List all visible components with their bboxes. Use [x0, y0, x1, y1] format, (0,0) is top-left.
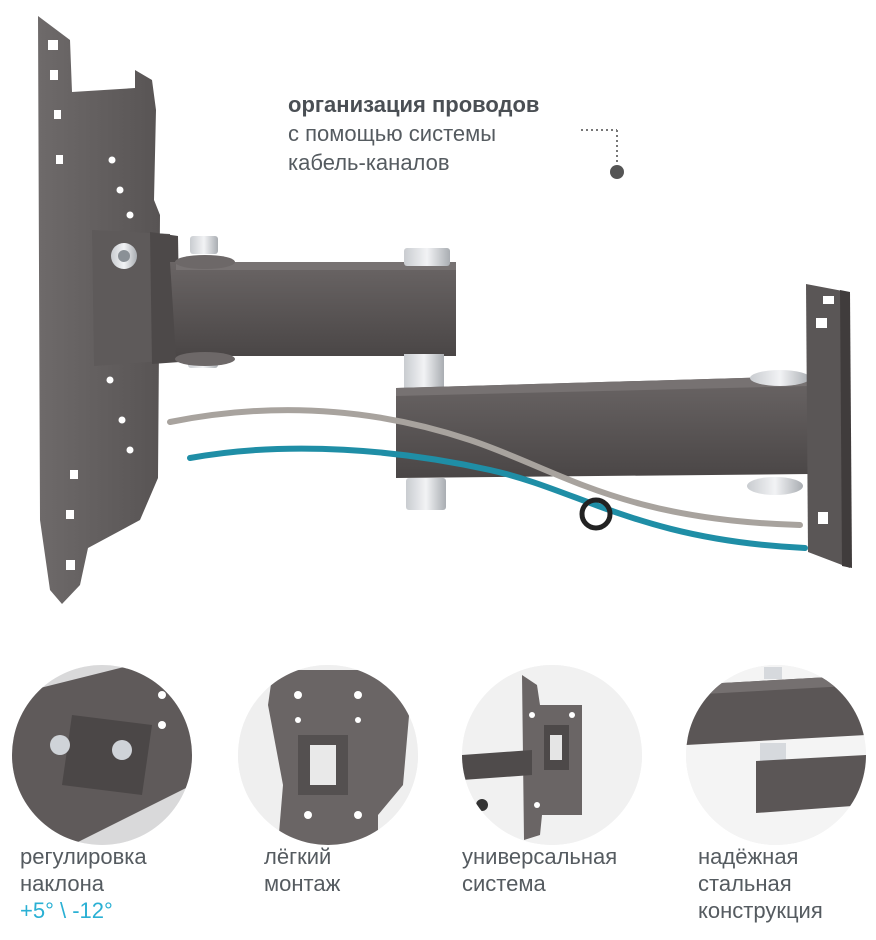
upper-arm — [170, 248, 456, 390]
tilt-detail-image — [12, 665, 192, 845]
feature-caption: регулировка наклона +5° \ -12° — [20, 843, 220, 924]
caption-line-3: конструкция — [698, 898, 823, 923]
caption-line-1: регулировка — [20, 844, 147, 869]
caption-line-1: универсальная — [462, 844, 618, 869]
callout-line-2: с помощью системы — [288, 121, 497, 146]
feature-caption: надёжная стальная конструкция — [698, 843, 876, 924]
callout-leader-line — [581, 129, 624, 179]
cables — [167, 407, 808, 551]
arm-detail-image — [686, 665, 866, 845]
callout-title: организация проводов — [288, 92, 540, 117]
feature-caption: универсальная система — [462, 843, 662, 897]
feature-tilt-adjustment: регулировка наклона +5° \ -12° — [12, 665, 212, 923]
plate-detail-image — [238, 665, 418, 845]
feature-caption: лёгкий монтаж — [264, 843, 464, 897]
wall-plate — [806, 284, 852, 568]
caption-line-1: лёгкий — [264, 844, 332, 869]
feature-easy-install: лёгкий монтаж — [238, 665, 438, 896]
caption-line-2: наклона — [20, 871, 104, 896]
tilt-range-value: +5° \ -12° — [20, 898, 113, 923]
caption-line-2: монтаж — [264, 871, 341, 896]
tv-wall-mount-image — [38, 16, 852, 604]
caption-line-2: система — [462, 871, 546, 896]
caption-line-1: надёжная — [698, 844, 799, 869]
feature-steel-construction: надёжная стальная конструкция — [686, 665, 876, 923]
mount-overview-image — [462, 665, 642, 845]
caption-line-2: стальная — [698, 871, 792, 896]
lower-arm — [396, 370, 810, 510]
callout-line-3: кабель-каналов — [288, 150, 450, 175]
cable-management-callout: организация проводов с помощью системы к… — [288, 90, 539, 177]
feature-universal-system: универсальная система — [462, 665, 662, 896]
